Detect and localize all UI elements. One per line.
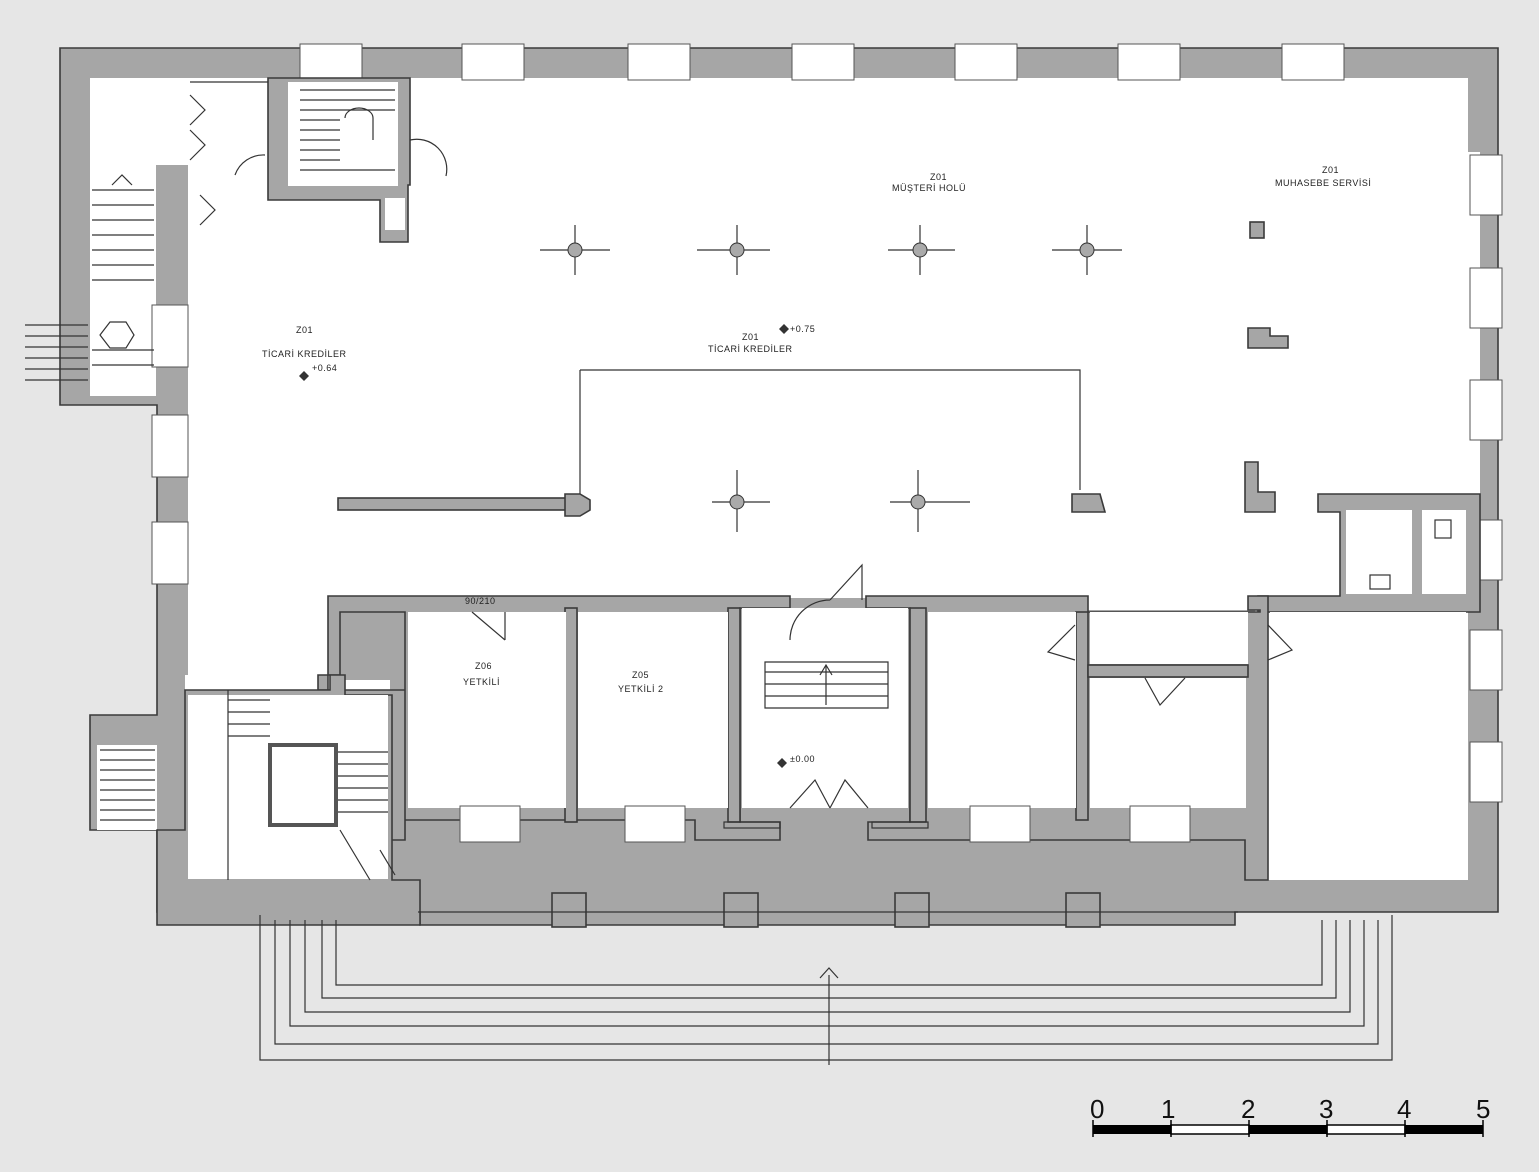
entrance — [723, 563, 929, 829]
level-marker-icon — [299, 371, 309, 381]
column — [540, 225, 610, 275]
door-tag: 90/210 — [465, 596, 496, 606]
level-entrance: ±0.00 — [790, 754, 815, 764]
room-code-musteri: Z01 — [930, 172, 947, 182]
scale-label: 2 — [1241, 1094, 1255, 1124]
room-name-z06: YETKİLİ — [463, 677, 500, 687]
column — [888, 225, 955, 275]
scale-segment — [1093, 1125, 1171, 1134]
scale-label: 3 — [1319, 1094, 1333, 1124]
east-pillars — [1244, 221, 1289, 513]
scale-segment — [1249, 1125, 1327, 1134]
column — [697, 225, 770, 275]
scale-segment — [1405, 1125, 1483, 1134]
columns — [540, 225, 1122, 532]
column — [1052, 225, 1122, 275]
door-swings — [471, 611, 1294, 707]
west-windows — [151, 304, 189, 585]
room-name-muhasebe: MUHASEBE SERVİSİ — [1275, 178, 1371, 188]
room-code-ticari-left: Z01 — [296, 325, 313, 335]
east-windows — [1469, 154, 1503, 803]
scale-label: 1 — [1161, 1094, 1175, 1124]
room-name-musteri: MÜŞTERİ HOLÜ — [892, 183, 966, 193]
room-code-z06: Z06 — [475, 661, 492, 671]
stair-core-top — [267, 77, 448, 243]
level-marker-icon — [777, 758, 787, 768]
scale-label: 0 — [1090, 1094, 1104, 1124]
scale-label: 4 — [1397, 1094, 1411, 1124]
room-code-muhasebe: Z01 — [1322, 165, 1339, 175]
north-windows — [299, 43, 1345, 81]
counter — [337, 369, 1107, 517]
room-name-ticari-center: TİCARİ KREDİLER — [708, 344, 793, 354]
room-code-ticari-center: Z01 — [742, 332, 759, 342]
sw-core — [100, 674, 421, 926]
column — [712, 470, 770, 532]
wc-block — [1257, 493, 1481, 613]
west-entry-stair — [25, 81, 268, 381]
front-steps — [259, 911, 1393, 1065]
room-code-z05: Z05 — [632, 670, 649, 680]
scale-label: 5 — [1476, 1094, 1490, 1124]
porch-columns — [551, 892, 1101, 928]
level-ticari-left: +0.64 — [312, 363, 337, 373]
scale-segment — [1170, 1124, 1250, 1135]
office-walls — [317, 595, 1466, 881]
column — [890, 470, 970, 532]
room-name-z05: YETKİLİ 2 — [618, 684, 664, 694]
scale-bar: 0 1 2 3 4 5 — [1090, 1094, 1490, 1137]
south-windows — [459, 805, 1191, 843]
level-ticari-center: +0.75 — [790, 324, 815, 334]
scale-segment — [1326, 1124, 1406, 1135]
room-name-ticari-left: TİCARİ KREDİLER — [262, 349, 347, 359]
room-labels: Z01 TİCARİ KREDİLER +0.64 Z01 TİCARİ KRE… — [262, 165, 1371, 768]
level-marker-icon — [779, 324, 789, 334]
